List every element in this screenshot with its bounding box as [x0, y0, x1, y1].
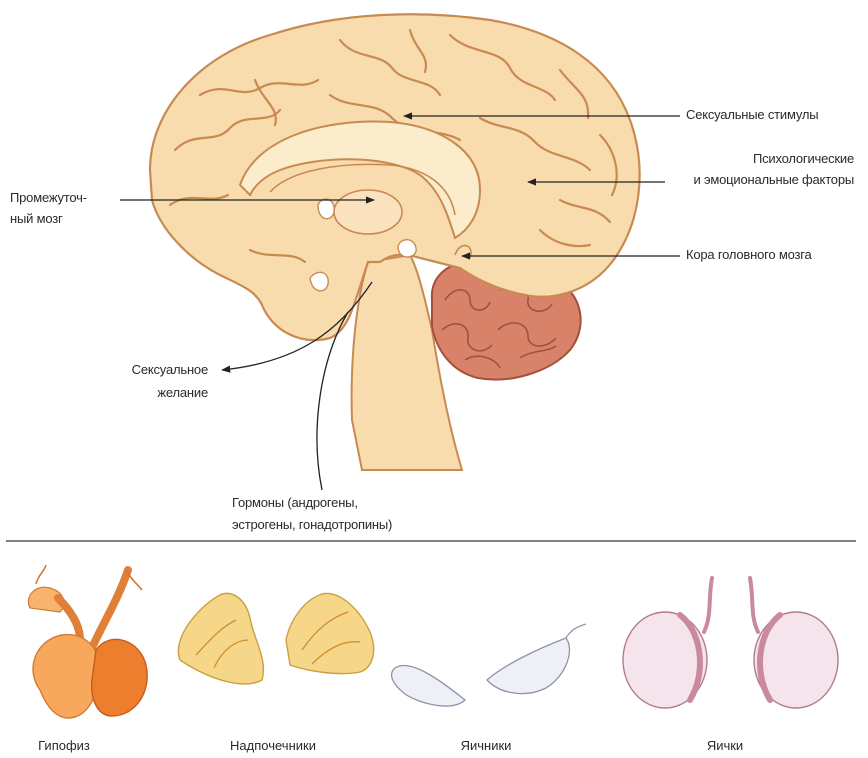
label-hormones-line1: Гормоны (андрогены, — [232, 494, 358, 511]
label-sexual-stimuli: Сексуальные стимулы — [686, 106, 818, 123]
label-pituitary: Гипофиз — [38, 738, 90, 753]
testis-illustration — [623, 578, 838, 708]
thalamus — [334, 190, 402, 234]
label-interbrain-line2: ный мозг — [10, 210, 63, 227]
brain-illustration — [150, 14, 640, 470]
ovary-illustration — [392, 624, 586, 706]
label-ovaries: Яичники — [461, 738, 512, 753]
label-psych-factors-line1: Психологические — [614, 150, 854, 167]
pituitary-illustration — [28, 565, 147, 718]
label-adrenals: Надпочечники — [230, 738, 316, 753]
label-desire-line2: желание — [60, 384, 208, 401]
label-hormones-line2: эстрогены, гонадотропины) — [232, 516, 392, 533]
label-interbrain-line1: Промежуточ- — [10, 189, 87, 206]
label-cortex: Кора головного мозга — [686, 246, 812, 263]
adrenal-illustration — [178, 593, 373, 683]
label-testes: Яички — [707, 738, 743, 753]
label-desire-line1: Сексуальное — [60, 361, 208, 378]
label-psych-factors-line2: и эмоциональные факторы — [614, 171, 854, 188]
